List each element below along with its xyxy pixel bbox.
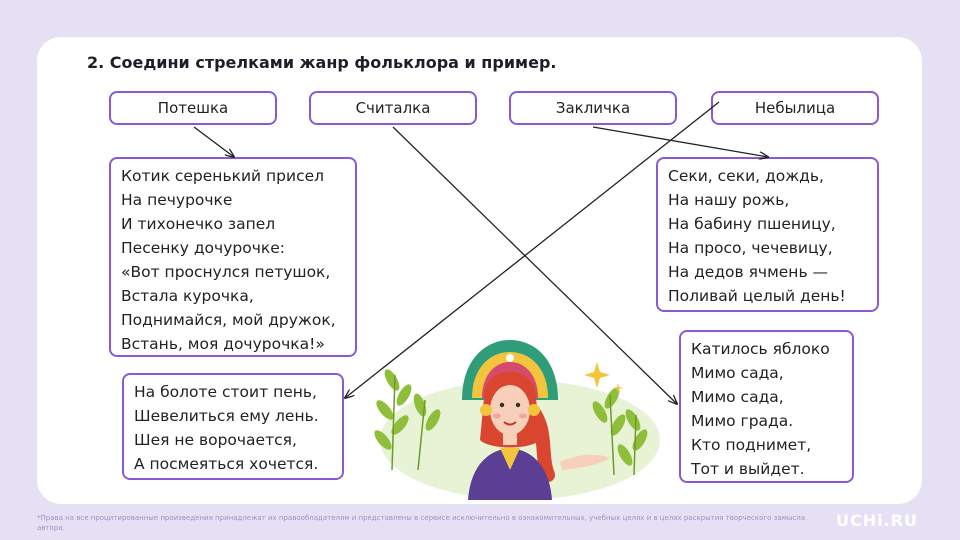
poem-box-kotik[interactable]: Котик серенький присел На печурочке И ти… bbox=[109, 157, 357, 357]
poem-line: Песенку дочурочке: bbox=[121, 239, 285, 257]
genre-box-schitalka[interactable]: Считалка bbox=[309, 91, 477, 125]
poem-box-seki[interactable]: Секи, секи, дождь, На нашу рожь, На баби… bbox=[656, 157, 879, 312]
sparkle-icon bbox=[584, 362, 610, 388]
task-title: 2. Соедини стрелками жанр фольклора и пр… bbox=[87, 53, 557, 72]
arrow-zaklichka-seki bbox=[592, 126, 768, 157]
poem-box-boloto[interactable]: На болоте стоит пень, Шевелиться ему лен… bbox=[122, 373, 344, 480]
poem-line: На дедов ячмень — bbox=[668, 263, 829, 281]
poem-line: Поднимайся, мой дружок, bbox=[121, 311, 336, 329]
poem-line: На печурочке bbox=[121, 191, 233, 209]
poem-line: Котик серенький присел bbox=[121, 167, 325, 185]
poem-line: Тот и выйдет. bbox=[691, 460, 805, 478]
poem-line: Встала курочка, bbox=[121, 287, 254, 305]
leaves-left-icon bbox=[374, 369, 441, 471]
arrow-poteshka-kotik bbox=[193, 126, 234, 157]
uchi-logo[interactable]: UCHi.RU bbox=[836, 511, 918, 530]
poem-line: На нашу рожь, bbox=[668, 191, 790, 209]
leaves-right-icon bbox=[592, 387, 648, 476]
genre-box-zaklichka[interactable]: Закличка bbox=[509, 91, 677, 125]
poem-line: Секи, секи, дождь, bbox=[668, 167, 824, 185]
poem-line: На бабину пшеницу, bbox=[668, 215, 836, 233]
poem-line: Кто поднимет, bbox=[691, 436, 812, 454]
poem-line: И тихонечко запел bbox=[121, 215, 276, 233]
poem-line: Катилось яблоко bbox=[691, 340, 830, 358]
poem-line: На болоте стоит пень, bbox=[134, 383, 317, 401]
arrow-nebylitsa-boloto bbox=[345, 101, 720, 398]
arrow-schitalka-yabloko bbox=[392, 126, 677, 404]
poem-box-yabloko[interactable]: Катилось яблоко Мимо сада, Мимо сада, Ми… bbox=[679, 330, 854, 483]
folk-girl-illustration bbox=[374, 340, 660, 500]
poem-line: Шея не ворочается, bbox=[134, 431, 297, 449]
genre-box-nebylitsa[interactable]: Небылица bbox=[711, 91, 879, 125]
poem-line: Шевелиться ему лень. bbox=[134, 407, 319, 425]
sparkle-icon bbox=[613, 383, 623, 393]
poem-line: А посмеяться хочется. bbox=[134, 455, 319, 473]
poem-line: Мимо града. bbox=[691, 412, 794, 430]
poem-line: Мимо сада, bbox=[691, 364, 784, 382]
poem-line: «Вот проснулся петушок, bbox=[121, 263, 331, 281]
poem-line: На просо, чечевицу, bbox=[668, 239, 833, 257]
poem-line: Мимо сада, bbox=[691, 388, 784, 406]
genre-box-poteshka[interactable]: Потешка bbox=[109, 91, 277, 125]
copyright-footnote: *Права на все процитированные произведен… bbox=[37, 514, 806, 532]
poem-line: Встань, моя дочурочка!» bbox=[121, 335, 325, 353]
poem-line: Поливай целый день! bbox=[668, 287, 846, 305]
connection-arrows bbox=[193, 101, 768, 404]
